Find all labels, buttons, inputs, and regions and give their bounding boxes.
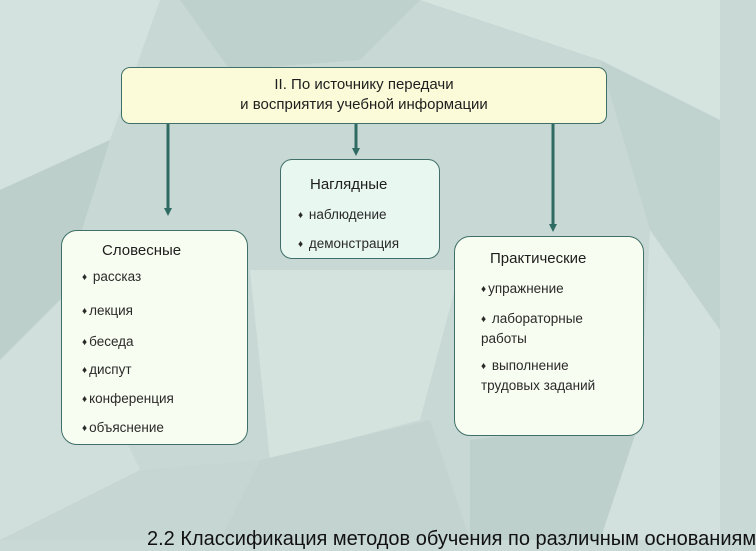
diamond-bullet-icon: ♦ [481,284,487,295]
verbal-item-conference: ♦конференция [82,391,174,406]
practical-methods-box [454,236,644,436]
diamond-bullet-icon: ♦ [298,239,304,250]
verbal-heading: Словесные [102,242,182,259]
diamond-bullet-icon: ♦ [298,210,304,221]
verbal-item-story: ♦ рассказ [82,269,142,284]
visual-item-demonstration: ♦ демонстрация [298,236,400,251]
practical-item-labor-tasks: ♦ выполнение трудовых заданий [481,358,596,393]
verbal-item-explanation: ♦объяснение [82,420,164,435]
visual-heading: Наглядные [310,176,388,193]
diamond-bullet-icon: ♦ [82,423,88,434]
verbal-item-debate: ♦диспут [82,362,132,377]
diamond-bullet-icon: ♦ [481,361,487,372]
visual-item-observation: ♦ наблюдение [298,207,387,222]
visual-methods-box [280,159,440,259]
practical-heading: Практические [490,250,587,267]
practical-item-lab-work: ♦ лабораторные работы [481,311,583,346]
diamond-bullet-icon: ♦ [82,365,88,376]
diamond-bullet-icon: ♦ [82,394,88,405]
diamond-bullet-icon: ♦ [82,272,88,283]
title-line-1: II. По источнику передачи [274,76,454,93]
diamond-bullet-icon: ♦ [481,314,487,325]
practical-item-exercise: ♦упражнение [481,281,564,296]
slide-caption-cutoff: 2.2 Классификация методов обучения по ра… [147,528,756,550]
diamond-bullet-icon: ♦ [82,306,88,317]
title-line-2: и восприятия учебной информации [240,96,488,113]
classification-title-box: II. По источнику передачи и восприятия у… [121,67,607,124]
verbal-item-lecture: ♦лекция [82,303,133,318]
diamond-bullet-icon: ♦ [82,337,88,348]
verbal-methods-box [61,230,248,445]
verbal-item-conversation: ♦беседа [82,334,134,349]
